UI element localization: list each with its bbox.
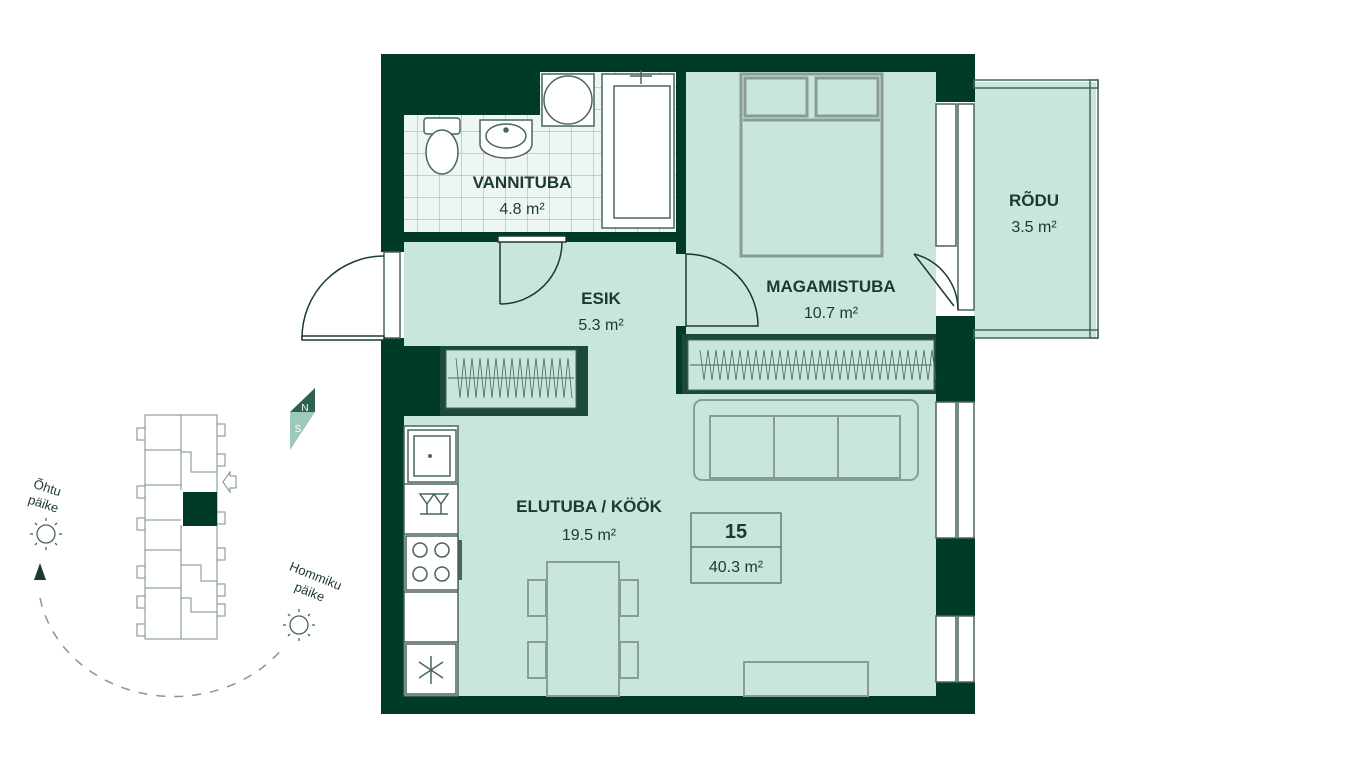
doors [301, 235, 959, 341]
wardrobe-hall [445, 349, 577, 409]
hall-label: ESIK [581, 289, 621, 308]
living-label: ELUTUBA / KÖÖK [516, 497, 662, 516]
apartment-number: 15 [725, 521, 747, 543]
hall-area: 5.3 m² [578, 317, 624, 334]
tv-bench [743, 661, 869, 697]
dining-table [527, 561, 639, 697]
apartment-info-box [690, 512, 782, 584]
shower-symbol [630, 70, 652, 84]
balcony-label: RÕDU [1009, 190, 1059, 210]
apartment-location-marker [183, 492, 217, 526]
wardrobe-bedroom [682, 334, 937, 394]
evening-sun-icon [30, 518, 62, 550]
sun-path-arrow-icon [34, 563, 46, 580]
kitchen-shelf [458, 540, 462, 580]
sun-path-arc [39, 597, 284, 698]
living-area: 19.5 m² [562, 527, 617, 544]
sofa [693, 399, 919, 481]
compass-icon [290, 388, 315, 450]
compass-south-label: S [295, 424, 302, 435]
building-key-plan [136, 414, 226, 640]
apartment-total-area: 40.3 m² [709, 559, 764, 576]
bathroom-label: VANNITUBA [473, 173, 572, 192]
bedroom-area: 10.7 m² [804, 305, 859, 322]
bedroom-label: MAGAMISTUBA [766, 277, 895, 296]
bathroom-fixtures [423, 73, 675, 229]
hall-floor [404, 242, 686, 348]
sink-drain [428, 454, 432, 458]
fridge-snowflake-icon [418, 656, 444, 684]
entrance-arrow-icon [222, 470, 237, 494]
windows [383, 103, 975, 683]
balcony-railing [973, 79, 1099, 339]
morning-sun-icon [283, 609, 315, 641]
balcony-floor [974, 82, 1096, 338]
bedroom-floor [686, 72, 936, 334]
kitchen-counter [403, 425, 459, 697]
balcony-area: 3.5 m² [1011, 219, 1057, 236]
dishwasher-glasses-icon [418, 493, 450, 515]
bathroom-area: 4.8 m² [499, 201, 545, 218]
compass-north-label: N [301, 403, 308, 414]
bed [739, 72, 884, 258]
